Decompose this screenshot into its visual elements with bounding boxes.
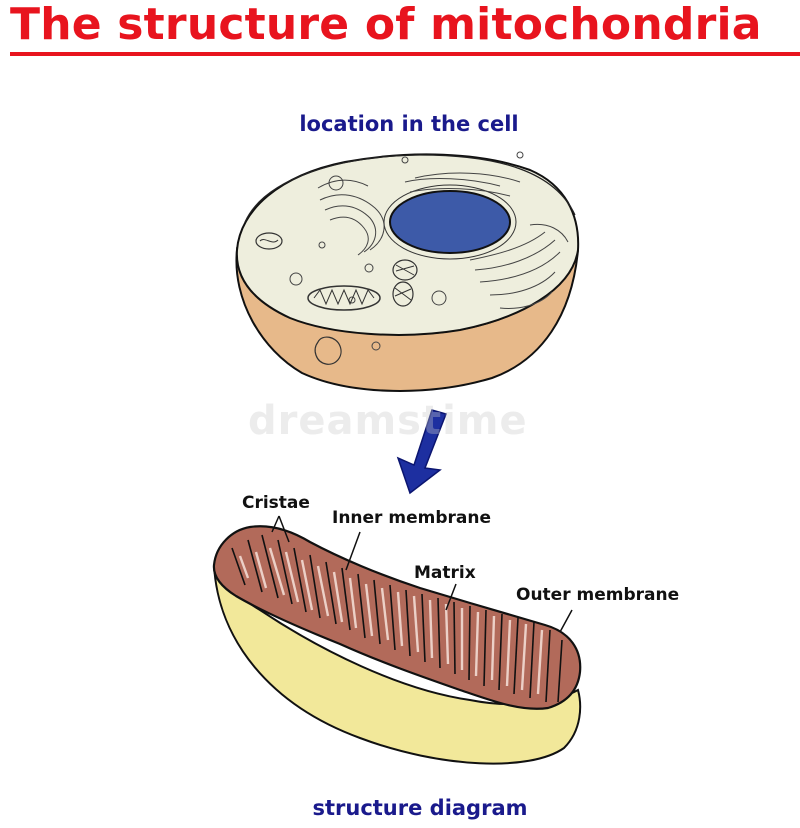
cell-illustration (235, 151, 580, 392)
caption-structure: structure diagram (312, 796, 528, 820)
watermark: dreamstime (248, 398, 528, 444)
label-inner-membrane: Inner membrane (332, 508, 491, 528)
title-underline (10, 52, 800, 56)
label-cristae: Cristae (242, 493, 310, 513)
caption-location: location in the cell (299, 112, 519, 136)
nucleus (389, 190, 511, 254)
label-outer-membrane: Outer membrane (516, 585, 680, 605)
arrow-down-icon (396, 409, 447, 495)
label-matrix: Matrix (414, 563, 476, 583)
page-title: The structure of mitochondria (10, 0, 762, 50)
mito-outer-body (213, 564, 582, 765)
mitochondrion-illustration (212, 515, 582, 765)
